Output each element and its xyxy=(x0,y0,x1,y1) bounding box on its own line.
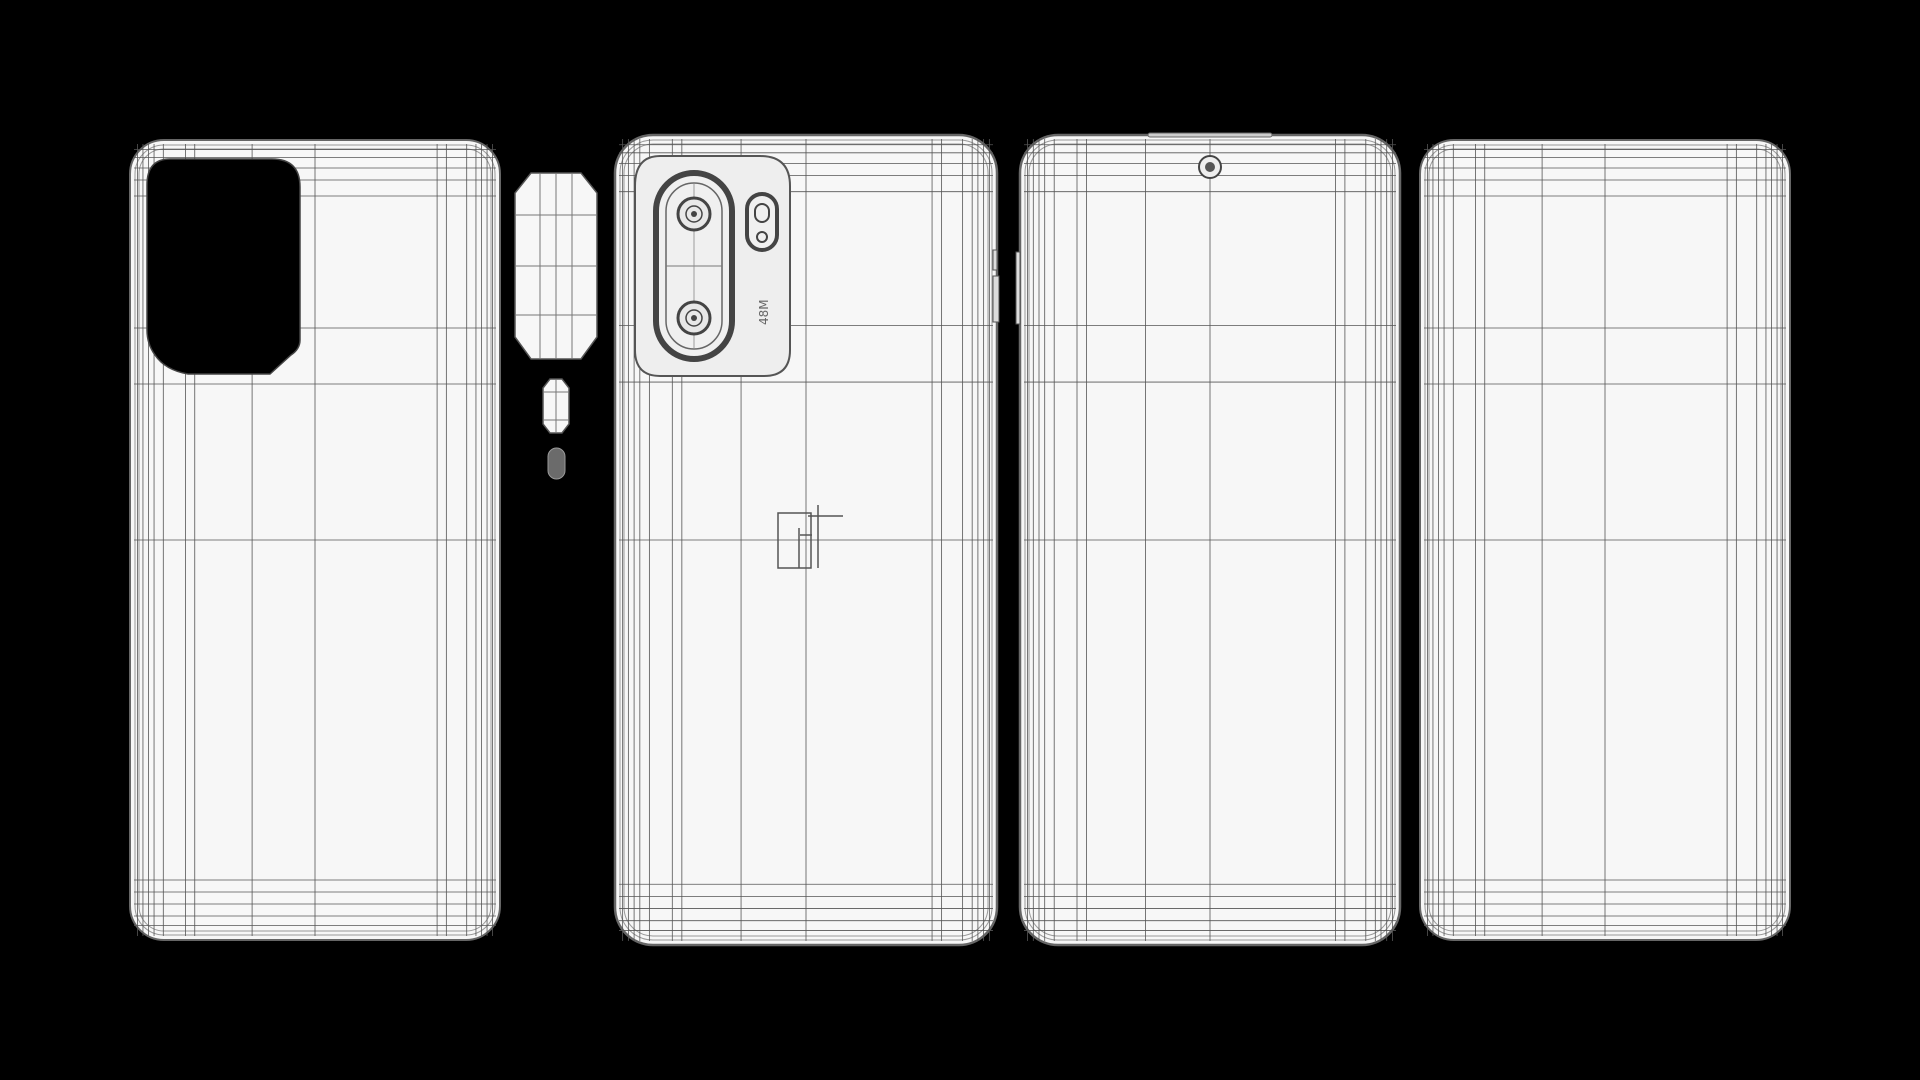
front-glass-wireframe xyxy=(1424,144,1786,936)
camera-module: 48M xyxy=(634,155,791,377)
front-glass-view xyxy=(1419,139,1791,941)
secondary-camera-lens xyxy=(676,300,712,336)
sensor-icon xyxy=(756,231,768,243)
flash-icon xyxy=(754,203,770,223)
top-speaker-grille xyxy=(1147,132,1273,138)
side-button-volume xyxy=(992,249,998,271)
camera-cutout-hole xyxy=(146,158,301,375)
camera-label: 48M xyxy=(757,299,771,325)
side-button-left xyxy=(1015,251,1021,325)
camera-lens-parts-view xyxy=(514,172,598,480)
phone-back-wireframe xyxy=(619,139,993,941)
lens-cover-wireframe xyxy=(515,173,597,359)
front-display-view xyxy=(1015,132,1402,947)
brand-logo xyxy=(777,505,843,569)
flash-lens-part xyxy=(547,447,566,480)
back-with-camera-view: 48M xyxy=(613,133,1000,947)
main-camera-lens xyxy=(676,196,712,232)
punch-hole-camera-icon xyxy=(1198,155,1222,179)
back-shell-view xyxy=(129,139,501,941)
side-button-power xyxy=(992,275,1000,323)
